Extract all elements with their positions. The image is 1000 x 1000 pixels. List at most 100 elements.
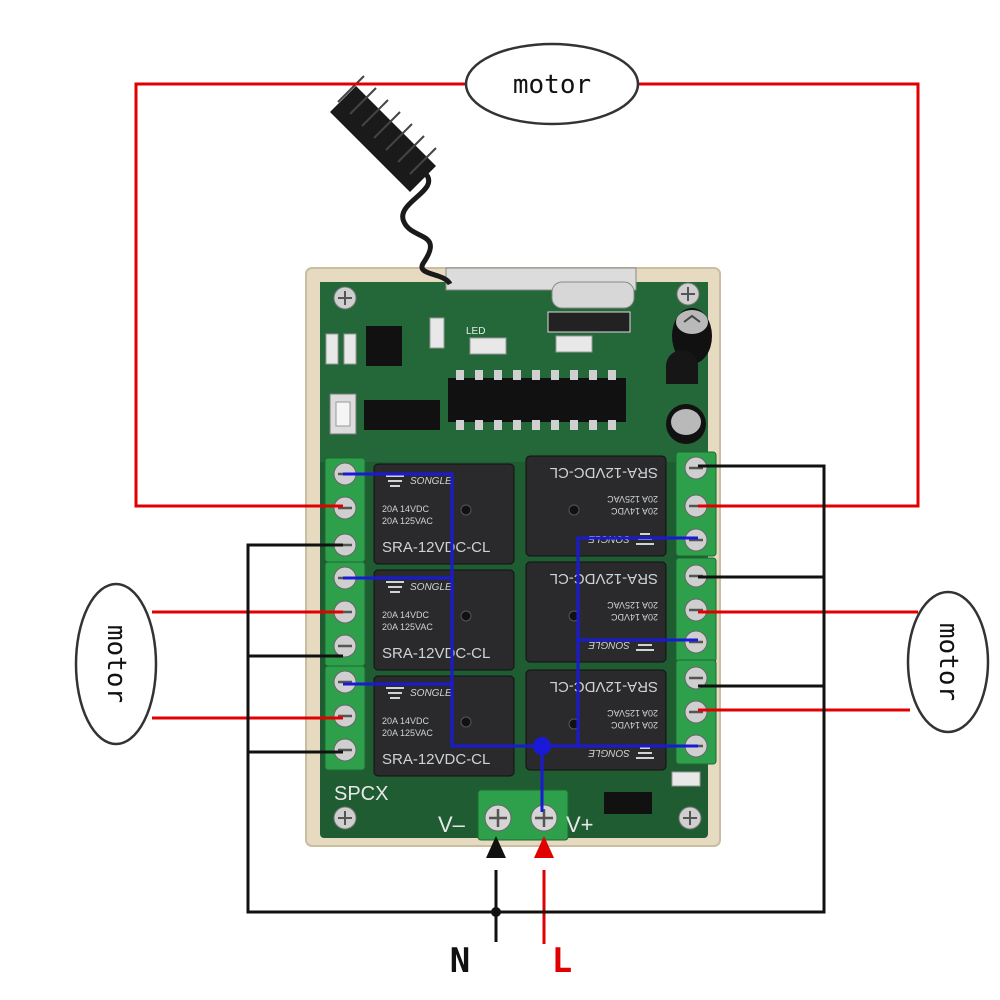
relay-model: SRA-12VDC-CL: [550, 570, 658, 587]
mounting-screw: [676, 282, 700, 306]
relay-rating-dc: 20A 14VDC: [610, 720, 658, 730]
smd-component: [325, 333, 339, 365]
capacitor: [666, 404, 706, 444]
smd-component: [555, 335, 593, 353]
relay-brand: SONGLE: [410, 688, 452, 699]
terminal-screw: [684, 700, 708, 724]
mounting-screw: [333, 286, 357, 310]
common-junction: [533, 737, 551, 755]
coil-turn: [397, 135, 425, 163]
ic-pins-top: [456, 370, 616, 380]
terminal-screw: [684, 598, 708, 622]
relay-model: SRA-12VDC-CL: [382, 751, 490, 768]
transistor: [666, 350, 698, 384]
coil-turn: [409, 147, 437, 175]
led-label: LED: [466, 326, 485, 337]
relay: SONGLE 20A 14VDC 20A 125VAC SRA-12VDC-CL: [373, 463, 515, 565]
relay-brand: SONGLE: [410, 476, 452, 487]
ic-pin: [513, 370, 521, 380]
line-arrow: [534, 836, 554, 858]
pin-header: [547, 311, 631, 333]
decoder-ic: [448, 370, 626, 430]
coil-turn: [361, 99, 389, 127]
relay: SONGLE 20A 14VDC 20A 125VAC SRA-12VDC-CL: [373, 569, 515, 671]
relay-brand: SONGLE: [410, 582, 452, 593]
relay-rating-ac: 20A 125VAC: [382, 622, 433, 632]
terminal-screw: [684, 456, 708, 480]
coil-turn: [349, 87, 377, 115]
wire-neutral-bus-left: [246, 464, 826, 914]
ic-pin: [475, 420, 483, 430]
relay-rating-ac: 20A 125VAC: [607, 600, 658, 610]
receiver-board: LED SONGLE 20A 14VDC 20A 125VAC SRA-12VDC-C…: [305, 267, 721, 847]
ic-pin: [608, 420, 616, 430]
line-label: L: [552, 941, 572, 981]
board-model-label: SPCX: [334, 783, 388, 805]
relay-model: SRA-12VDC-CL: [382, 645, 490, 662]
neutral-junction: [491, 907, 501, 917]
relay-model: SRA-12VDC-CL: [550, 678, 658, 695]
relay-rating-ac: 20A 125VAC: [607, 708, 658, 718]
relay-rating-dc: 20A 14VDC: [382, 610, 430, 620]
smd-chip: [366, 326, 402, 366]
wire-live-top-right: [636, 82, 920, 508]
ic-pin: [494, 370, 502, 380]
terminal-screw: [684, 528, 708, 552]
smd-component: [469, 337, 507, 355]
relay-rating-dc: 20A 14VDC: [382, 716, 430, 726]
ic-pin: [551, 420, 559, 430]
v-plus-label: V+: [566, 812, 594, 837]
ic-pin: [570, 420, 578, 430]
smd-component: [429, 317, 445, 349]
ic-pin: [589, 420, 597, 430]
relay: SONGLE 20A 14VDC 20A 125VAC SRA-12VDC-CL: [373, 675, 515, 777]
motor-right-label: motor: [933, 623, 963, 701]
motor-left: motor: [74, 582, 158, 746]
mounting-screw: [333, 806, 357, 830]
ic-pin: [456, 370, 464, 380]
ic-pins-bottom: [456, 420, 616, 430]
terminal-screw: [333, 634, 357, 658]
antenna-coil: [330, 75, 453, 286]
v-minus-label: V–: [438, 812, 466, 837]
motor-right: motor: [906, 590, 990, 734]
ic-pin: [551, 370, 559, 380]
relay-rating-ac: 20A 125VAC: [382, 728, 433, 738]
ic-pin: [513, 420, 521, 430]
smd-led: [671, 771, 701, 787]
terminal-screw: [333, 704, 357, 728]
terminal-screw: [333, 670, 357, 694]
relay-brand: SONGLE: [588, 747, 630, 758]
smd-resistor: [604, 792, 652, 814]
ic-pin: [608, 370, 616, 380]
wire-live-top-left: [134, 82, 468, 508]
ic-pin: [494, 420, 502, 430]
ic-pin: [570, 370, 578, 380]
wire-common-right-1: [576, 536, 698, 746]
relay-model: SRA-12VDC-CL: [382, 539, 490, 556]
terminal-strip-right: [675, 451, 717, 765]
crystal: [551, 281, 635, 309]
relay-rating-dc: 20A 14VDC: [382, 504, 430, 514]
relay: SONGLE 20A 14VDC 20A 125VAC SRA-12VDC-CL: [525, 669, 667, 771]
neutral-label: N: [450, 941, 470, 981]
terminal-screw: [684, 666, 708, 690]
wires-neutral: [246, 464, 826, 942]
relay-rating-dc: 20A 14VDC: [610, 506, 658, 516]
coil-turn: [373, 111, 401, 139]
power-terminal: [477, 789, 569, 841]
relay-rating-ac: 20A 125VAC: [607, 494, 658, 504]
ic-pin: [456, 420, 464, 430]
motor-top-label: motor: [513, 70, 591, 100]
ic-pin: [475, 370, 483, 380]
mounting-screw: [678, 806, 702, 830]
terminal-screw: [333, 738, 357, 762]
coil-turn: [337, 75, 365, 103]
terminal-screw: [684, 630, 708, 654]
ic-pin: [589, 370, 597, 380]
relay-rating-ac: 20A 125VAC: [382, 516, 433, 526]
